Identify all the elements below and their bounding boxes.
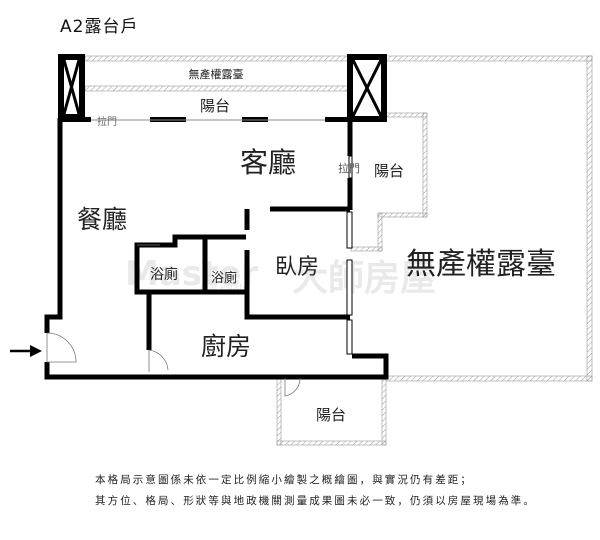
top-wall: [58, 117, 350, 122]
label-bedroom: 臥房: [275, 255, 319, 280]
label-balcony-right: 陽台: [374, 162, 404, 180]
label-sliding-door-top: 拉門: [97, 115, 117, 128]
label-balcony-bottom: 陽台: [316, 406, 346, 424]
label-terrace-big: 無產權露臺: [406, 247, 556, 282]
label-sliding-door-right: 拉門: [338, 161, 360, 175]
balcony-door: [284, 377, 301, 397]
label-living-room: 客廳: [240, 146, 296, 179]
column-left: [58, 54, 85, 120]
balcony-right-walls: [350, 112, 428, 252]
watermark-brand: Master: [125, 254, 258, 294]
label-balcony-top: 陽台: [200, 97, 230, 115]
floor-plan-title: A2露台戶: [60, 17, 139, 37]
kitchen-door: [148, 349, 169, 372]
disclaimer-line-1: 本格局示意圖係未依一定比例縮小繪製之概繪圖，與實況仍有差距；: [95, 474, 473, 486]
label-bathroom-2: 浴廁: [211, 270, 237, 286]
watermark-brand-zh: 大師房屋: [292, 258, 436, 299]
windows: [346, 155, 353, 355]
column-right: [347, 54, 387, 122]
label-dining-room: 餐廳: [77, 205, 127, 234]
disclaimer-line-2: 其方位、格局、形狀等與地政機關測量成果圖未必一致，仍須以房屋現場為準。: [95, 495, 536, 507]
terrace-big-walls: [385, 55, 593, 382]
label-bathroom-1: 浴廁: [150, 266, 178, 283]
doors: [46, 244, 301, 397]
entrance-door: [46, 332, 77, 363]
watermark: Master real estate 大師房屋: [125, 254, 436, 299]
label-terrace-top: 無產權露臺: [189, 67, 244, 81]
walls: [44, 118, 389, 380]
entrance-arrow-icon: [10, 345, 42, 357]
label-kitchen: 廚房: [201, 332, 251, 361]
watermark-sub: real estate: [200, 283, 249, 293]
